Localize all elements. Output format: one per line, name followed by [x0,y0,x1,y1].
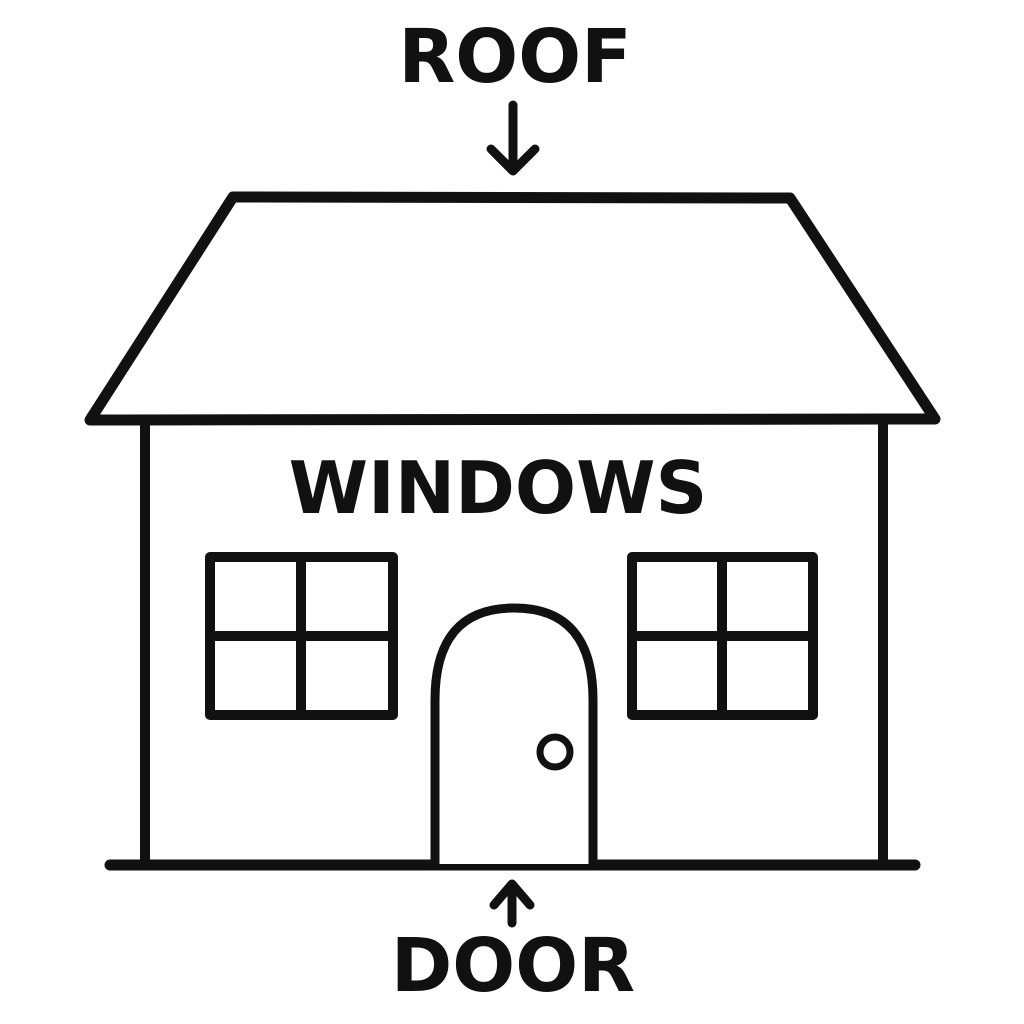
roof-shape [84,191,941,426]
door-shape [430,603,598,869]
roof-label: ROOF [398,14,632,100]
right-window [627,552,818,720]
arrow-up-icon [489,879,535,928]
left-window [205,552,398,720]
arrow-down-icon [486,100,540,176]
door-label: DOOR [390,923,636,1009]
windows-label: WINDOWS [288,446,708,530]
doorknob [536,733,574,771]
